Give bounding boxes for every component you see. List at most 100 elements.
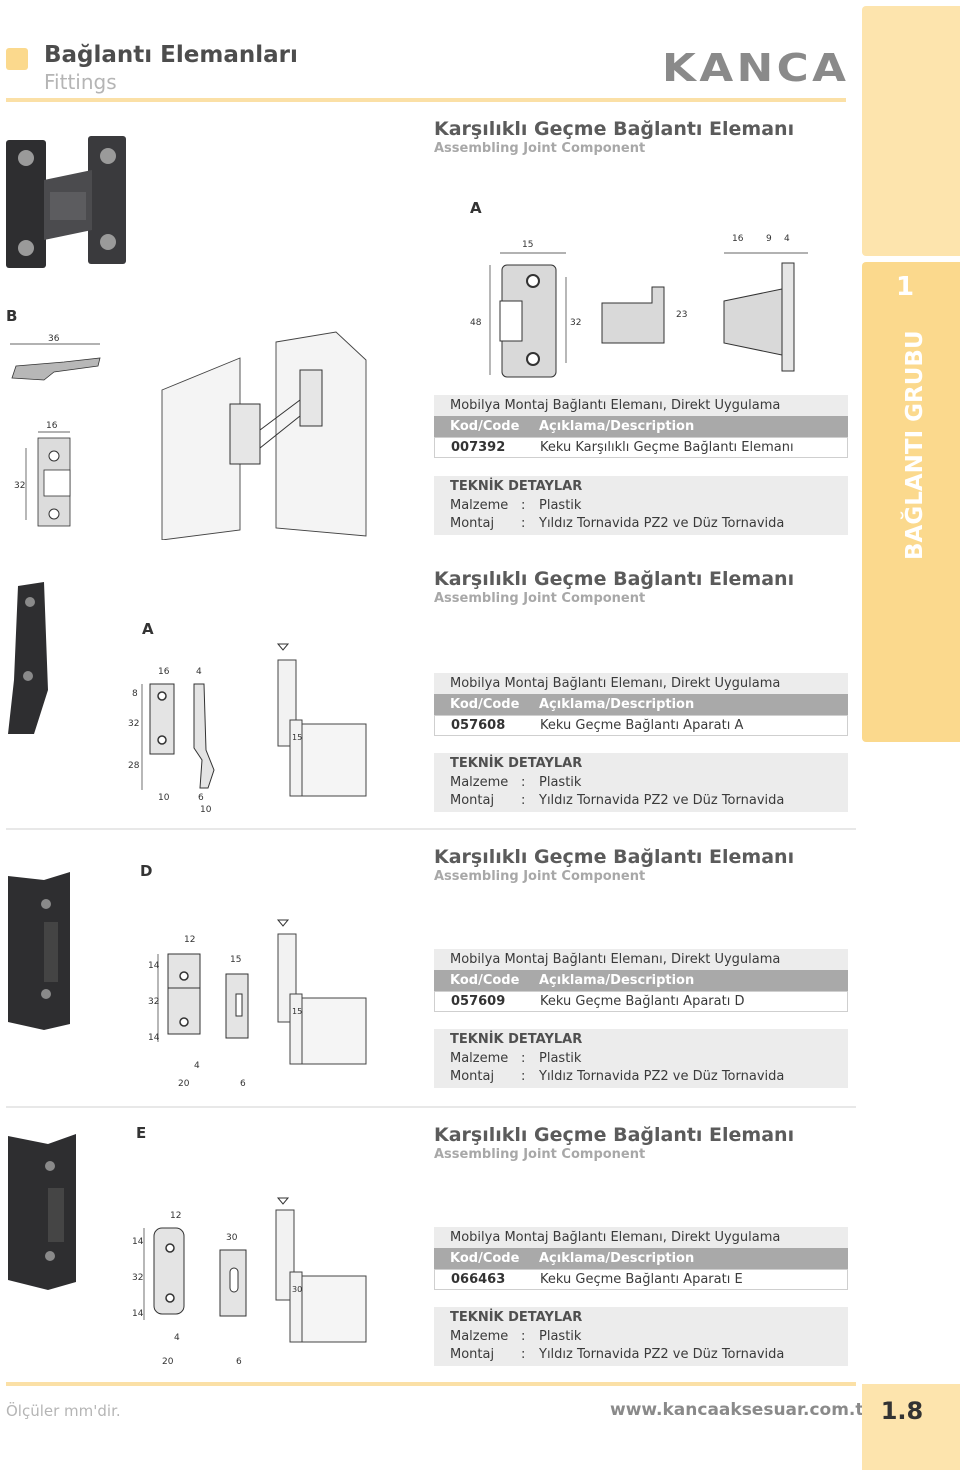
desc-header: Açıklama/Description xyxy=(539,1251,695,1266)
svg-text:8: 8 xyxy=(132,689,138,699)
product-1-description: Keku Karşılıklı Geçme Bağlantı Elemanı xyxy=(540,440,794,455)
svg-text:48: 48 xyxy=(470,318,482,328)
material-label: Malzeme xyxy=(450,498,509,513)
colon: : xyxy=(521,498,526,513)
material-label: Malzeme xyxy=(450,1051,509,1066)
svg-text:32: 32 xyxy=(128,719,139,729)
svg-text:15: 15 xyxy=(292,1007,302,1016)
svg-text:10: 10 xyxy=(158,793,170,803)
page-title: Bağlantı Elemanları xyxy=(44,42,298,68)
product-4-title: Karşılıklı Geçme Bağlantı Elemanı xyxy=(434,1124,795,1146)
group-number: 1 xyxy=(895,272,915,302)
svg-text:15: 15 xyxy=(292,733,302,742)
product-2-mount: Yıldız Tornavida PZ2 ve Düz Tornavida xyxy=(539,793,785,808)
product-1-subtitle: Assembling Joint Component xyxy=(434,141,646,156)
svg-text:4: 4 xyxy=(784,234,790,244)
svg-text:14: 14 xyxy=(132,1309,144,1319)
product-4-info: Mobilya Montaj Bağlantı Elemanı, Direkt … xyxy=(434,1227,848,1366)
svg-text:30: 30 xyxy=(292,1285,302,1294)
svg-text:20: 20 xyxy=(162,1357,174,1367)
svg-text:15: 15 xyxy=(522,240,533,250)
svg-text:30: 30 xyxy=(226,1233,238,1243)
desc-header: Açıklama/Description xyxy=(539,697,695,712)
svg-text:6: 6 xyxy=(236,1357,242,1367)
product-2-photo xyxy=(8,582,48,734)
brand-logo: KANCA xyxy=(662,46,850,90)
product-3-info: Mobilya Montaj Bağlantı Elemanı, Direkt … xyxy=(434,949,848,1088)
svg-text:36: 36 xyxy=(48,334,60,344)
mount-label: Montaj xyxy=(450,516,495,531)
product-3-assembly: 15 xyxy=(276,919,367,1065)
tech-heading: TEKNİK DETAYLAR xyxy=(450,479,583,494)
product-3-mount: Yıldız Tornavida PZ2 ve Düz Tornavida xyxy=(539,1069,785,1084)
product-1-mount: Yıldız Tornavida PZ2 ve Düz Tornavida xyxy=(539,516,785,531)
svg-text:9: 9 xyxy=(766,234,772,244)
code-header: Kod/Code xyxy=(450,419,520,434)
product-2-material: Plastik xyxy=(539,775,582,790)
product-3-subtitle: Assembling Joint Component xyxy=(434,869,646,884)
product-2-usage: Mobilya Montaj Bağlantı Elemanı, Direkt … xyxy=(450,676,781,691)
product-3-photo xyxy=(8,872,70,1030)
product-4-drawing: 12 30 14 32 14 4 20 6 xyxy=(132,1211,247,1367)
section-divider xyxy=(6,828,856,830)
svg-text:4: 4 xyxy=(174,1333,180,1343)
section-divider xyxy=(6,1106,856,1108)
product-3-letter: D xyxy=(140,862,153,880)
product-4-subtitle: Assembling Joint Component xyxy=(434,1147,646,1162)
website-link[interactable]: www.kancaaksesuar.com.tr xyxy=(610,1400,872,1420)
svg-text:14: 14 xyxy=(148,961,160,971)
product-2-code: 057608 xyxy=(451,718,506,733)
svg-text:16: 16 xyxy=(732,234,744,244)
product-4-description: Keku Geçme Bağlantı Aparatı E xyxy=(540,1272,743,1287)
material-label: Malzeme xyxy=(450,775,509,790)
svg-text:14: 14 xyxy=(148,1033,160,1043)
header-divider xyxy=(6,98,846,102)
product-4-code: 066463 xyxy=(451,1272,506,1287)
product-1-letter: A xyxy=(470,199,482,217)
product-1-code: 007392 xyxy=(451,440,506,455)
colon: : xyxy=(521,775,526,790)
svg-text:23: 23 xyxy=(676,310,687,320)
product-1-title: Karşılıklı Geçme Bağlantı Elemanı xyxy=(434,118,795,140)
svg-text:32: 32 xyxy=(14,481,25,491)
units-note: Ölçüler mm'dir. xyxy=(6,1402,121,1420)
product-1-material: Plastik xyxy=(539,498,582,513)
product-2-subtitle: Assembling Joint Component xyxy=(434,591,646,606)
svg-text:6: 6 xyxy=(198,793,204,803)
product-2-info: Mobilya Montaj Bağlantı Elemanı, Direkt … xyxy=(434,673,848,812)
mount-label: Montaj xyxy=(450,793,495,808)
header-accent-square xyxy=(6,48,28,70)
product-2-letter: A xyxy=(142,620,154,638)
svg-text:28: 28 xyxy=(128,761,140,771)
product-1-assembly xyxy=(161,331,367,540)
code-header: Kod/Code xyxy=(450,1251,520,1266)
desc-header: Açıklama/Description xyxy=(539,973,695,988)
product-3-drawing: 12 15 14 32 14 4 20 6 xyxy=(148,935,249,1089)
side-tab-group xyxy=(862,262,960,742)
tech-heading: TEKNİK DETAYLAR xyxy=(450,756,583,771)
product-1-usage: Mobilya Montaj Bağlantı Elemanı, Direkt … xyxy=(450,398,781,413)
product-2-title: Karşılıklı Geçme Bağlantı Elemanı xyxy=(434,568,795,590)
svg-text:14: 14 xyxy=(132,1237,144,1247)
product-1-letter-b: B xyxy=(6,307,18,325)
svg-text:20: 20 xyxy=(178,1079,190,1089)
svg-text:12: 12 xyxy=(170,1211,181,1221)
svg-text:16: 16 xyxy=(158,667,170,677)
svg-text:32: 32 xyxy=(570,318,581,328)
product-3-title: Karşılıklı Geçme Bağlantı Elemanı xyxy=(434,846,795,868)
product-3-description: Keku Geçme Bağlantı Aparatı D xyxy=(540,994,745,1009)
product-4-mount: Yıldız Tornavida PZ2 ve Düz Tornavida xyxy=(539,1347,785,1362)
code-header: Kod/Code xyxy=(450,697,520,712)
colon: : xyxy=(521,1051,526,1066)
product-1-drawing-a: 15 16 9 4 48 32 23 xyxy=(470,234,808,378)
colon: : xyxy=(521,793,526,808)
colon: : xyxy=(521,516,526,531)
colon: : xyxy=(521,1347,526,1362)
product-3-material: Plastik xyxy=(539,1051,582,1066)
page-subtitle: Fittings xyxy=(44,70,117,94)
svg-text:6: 6 xyxy=(240,1079,246,1089)
product-2-assembly: 15 xyxy=(276,643,367,797)
product-1-info: Mobilya Montaj Bağlantı Elemanı, Direkt … xyxy=(434,395,848,535)
footer-divider xyxy=(6,1382,856,1386)
tech-heading: TEKNİK DETAYLAR xyxy=(450,1032,583,1047)
